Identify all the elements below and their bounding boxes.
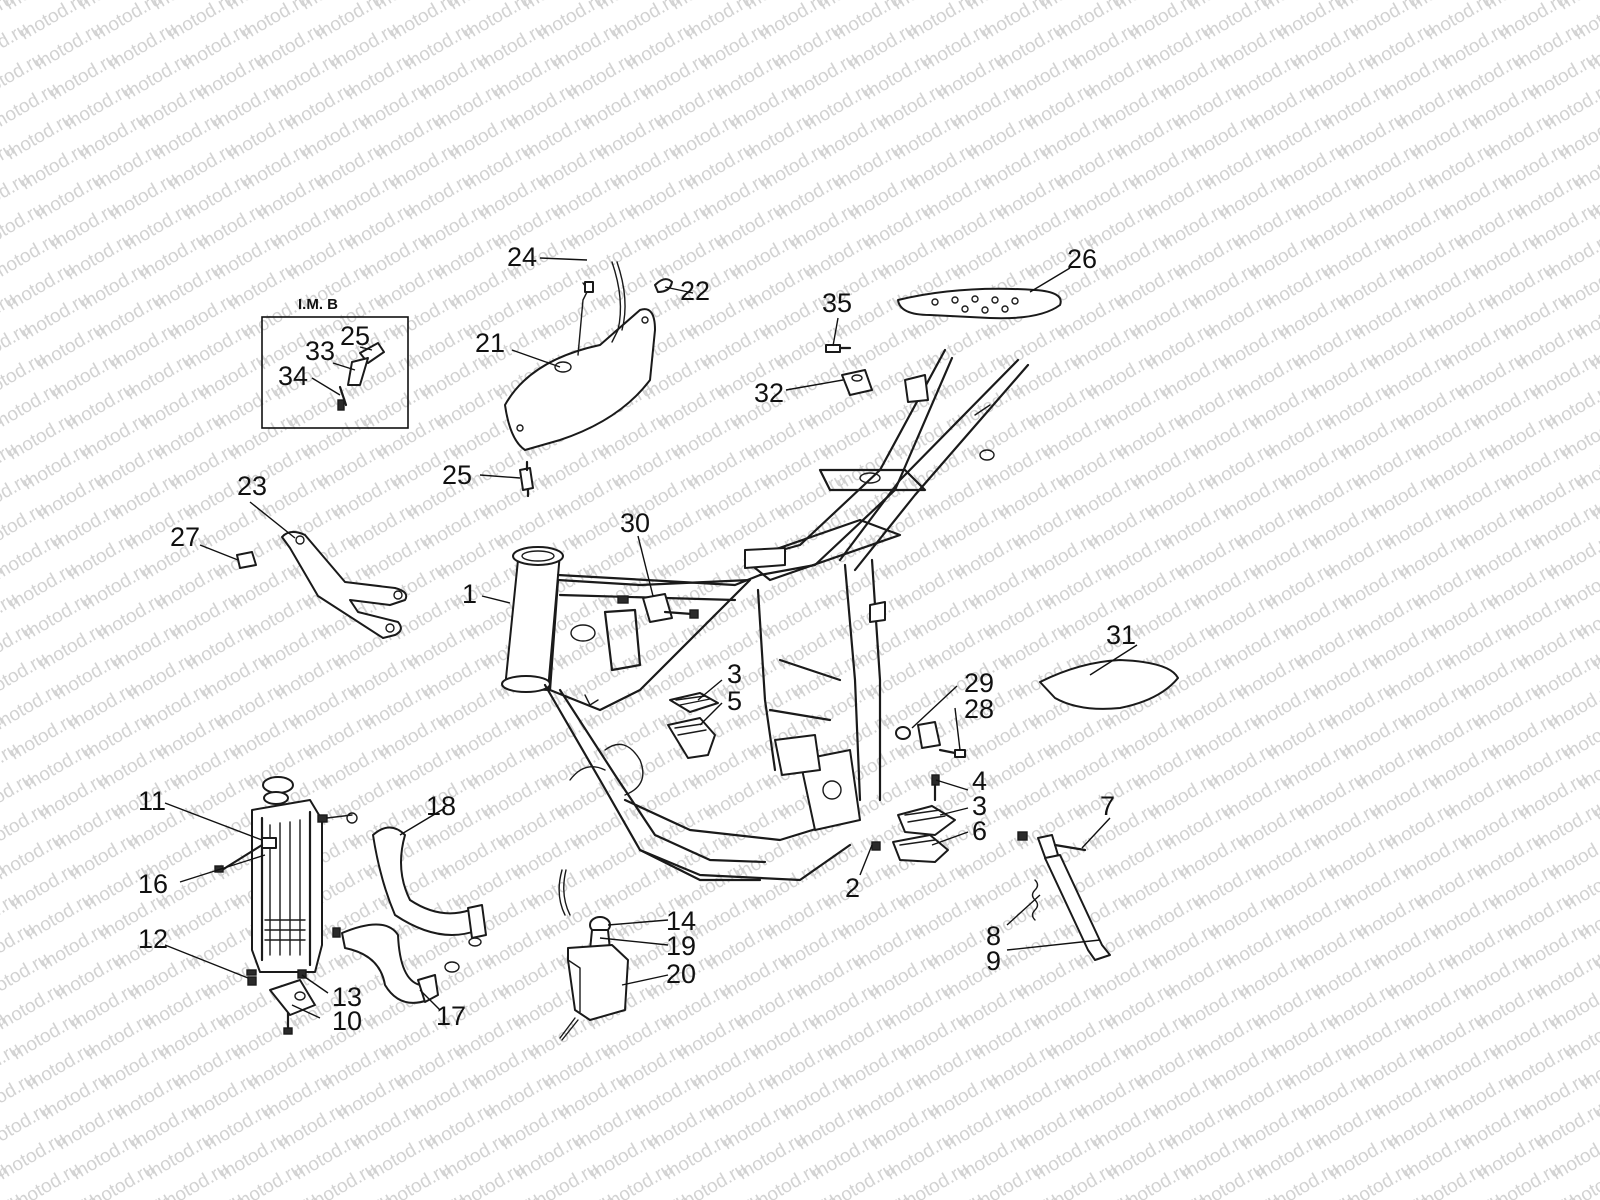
callout-25a: 25: [340, 321, 370, 351]
callout-31: 31: [1106, 620, 1136, 650]
callout-5: 5: [727, 686, 742, 716]
callout-16: 16: [138, 869, 168, 899]
callout-28: 28: [964, 694, 994, 724]
callout-7: 7: [1100, 791, 1115, 821]
callout-17: 17: [436, 1001, 466, 1031]
callout-18: 18: [426, 791, 456, 821]
callout-6: 6: [972, 816, 987, 846]
clip-27: [236, 551, 257, 569]
callout-20: 20: [666, 959, 696, 989]
callout-9: 9: [986, 946, 1001, 976]
callout-2: 2: [845, 873, 860, 903]
callout-21: 21: [475, 328, 505, 358]
callout-29: 29: [964, 668, 994, 698]
bolt-35: [825, 344, 852, 353]
callout-32: 32: [754, 378, 784, 408]
callout-33: 33: [305, 336, 335, 366]
callout-3a: 3: [727, 659, 742, 689]
callout-26: 26: [1067, 244, 1097, 274]
callout-35: 35: [822, 288, 852, 318]
callout-19: 19: [666, 931, 696, 961]
callout-25b: 25: [442, 460, 472, 490]
callout-24: 24: [507, 242, 537, 272]
callout-27: 27: [170, 522, 200, 552]
callout-30: 30: [620, 508, 650, 538]
inset-title: I.M. B: [298, 296, 338, 313]
callout-23: 23: [237, 471, 267, 501]
callout-34: 34: [278, 361, 308, 391]
callout-1: 1: [462, 579, 477, 609]
callout-11: 11: [138, 786, 166, 816]
callout-13: 13: [332, 982, 362, 1012]
callout-22: 22: [680, 276, 710, 306]
callout-4: 4: [972, 766, 987, 796]
callout-12: 12: [138, 924, 168, 954]
